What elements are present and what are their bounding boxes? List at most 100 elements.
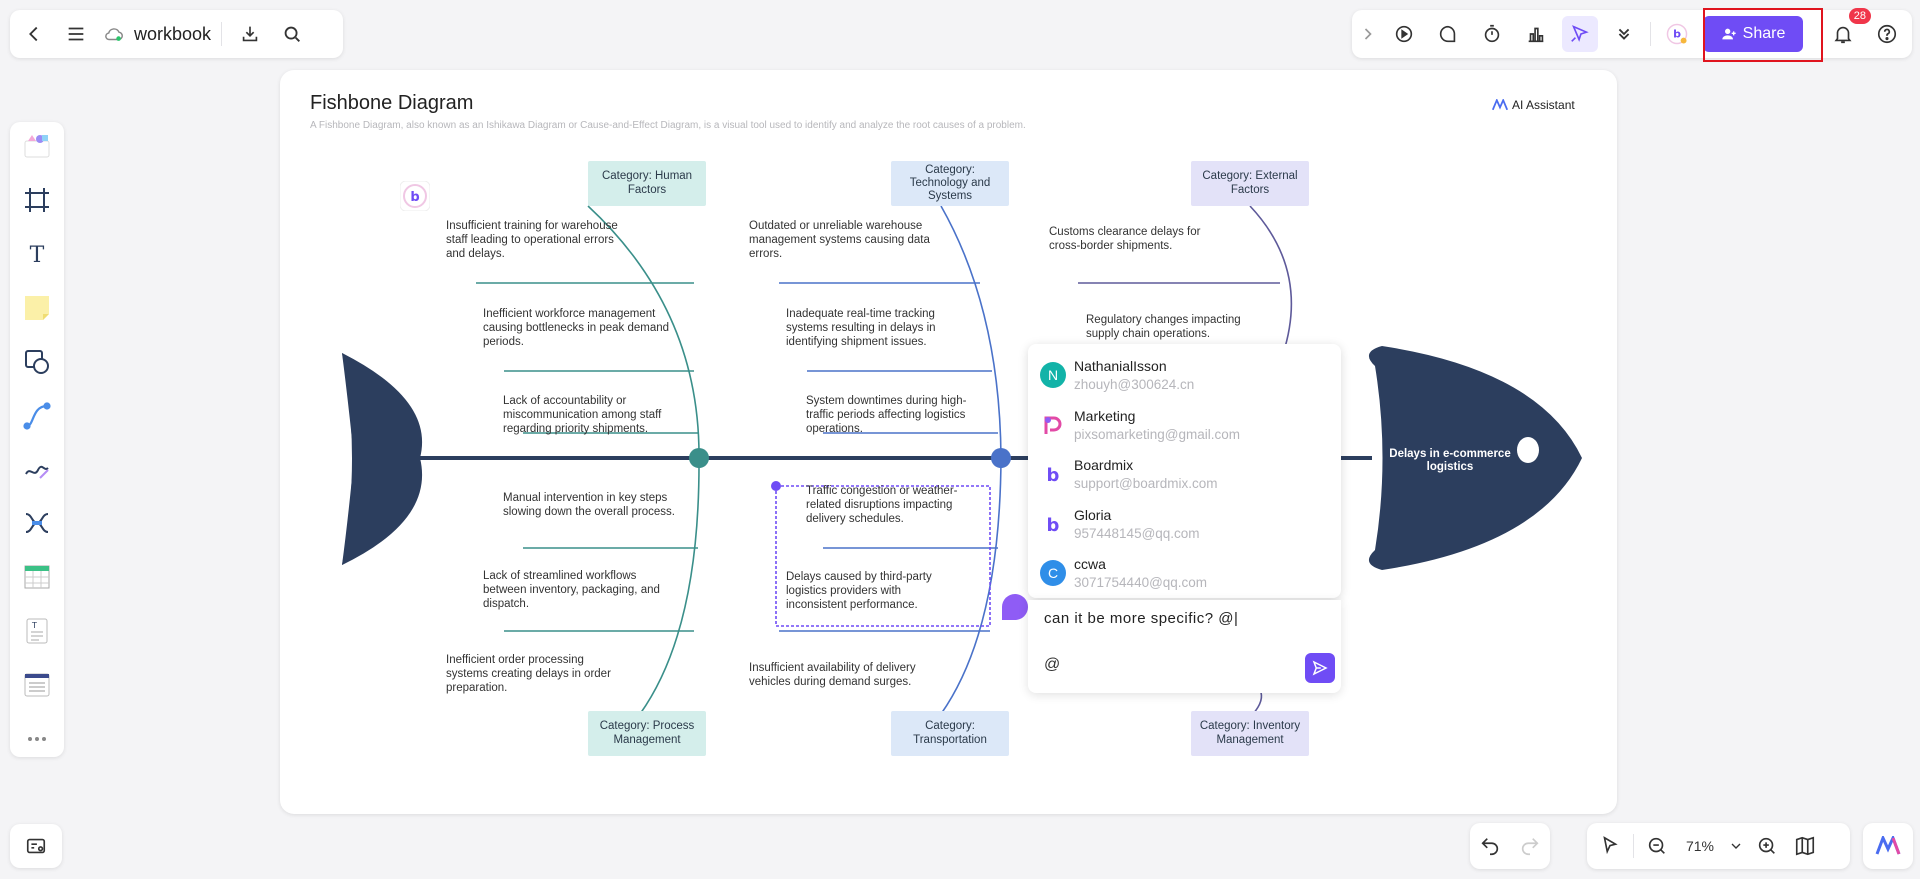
chevron-right-icon[interactable] [1358,16,1378,52]
presentation-play-icon[interactable] [1386,16,1422,52]
mention-avatar: b [1040,461,1066,487]
divider [1633,834,1634,858]
cause-transport-1[interactable]: Traffic congestion or weather-related di… [806,485,958,525]
mention-email: support@boardmix.com [1074,476,1218,491]
download-icon[interactable] [232,16,268,52]
undo-icon[interactable] [1476,828,1504,864]
comment-icon[interactable] [1430,16,1466,52]
mention-avatar: b [1040,510,1066,537]
cause-external-2[interactable]: Regulatory changes impacting supply chai… [1086,314,1241,340]
category-human-factors[interactable]: Category: Human Factors [588,161,706,206]
mention-name: ccwa [1074,556,1106,572]
redo-icon[interactable] [1516,828,1544,864]
cause-human-3[interactable]: Lack of accountability or miscommunicati… [503,395,662,435]
zoom-level[interactable]: 71% [1685,838,1715,854]
cause-transport-2[interactable]: Delays caused by third-party logistics p… [786,571,932,611]
mention-email: 3071754440@qq.com [1074,575,1208,590]
cause-human-1[interactable]: Insufficient training for warehouse staf… [446,220,618,260]
fishbone-head-label[interactable]: Delays in e-commerce logistics [1389,448,1511,474]
mention-name: NathanialIsson [1074,358,1167,374]
mention-email: pixsomarketing@gmail.com [1074,426,1241,442]
templates-icon[interactable] [19,128,55,164]
mention-name: Boardmix [1074,457,1134,473]
history-controls [1470,823,1550,869]
mention-email: zhouyh@300624.cn [1074,377,1195,392]
search-icon[interactable] [274,16,310,52]
mention-at-button[interactable]: @ [1044,656,1061,673]
document-icon[interactable]: T [19,613,55,649]
cause-process-3[interactable]: Inefficient order processing systems cre… [446,654,611,694]
back-icon[interactable] [16,16,52,52]
user-avatar[interactable]: b [1659,16,1695,52]
svg-text:b: b [1047,515,1060,536]
share-button[interactable]: Share [1703,16,1803,52]
category-transportation[interactable]: Category: Transportation [891,711,1009,756]
top-right-toolbar: b Share 28 [1352,8,1912,58]
cause-transport-3[interactable]: Insufficient availability of delivery ve… [749,662,916,688]
share-label: Share [1742,25,1786,42]
shape-icon[interactable] [19,344,55,380]
cause-tech-2[interactable]: Inadequate real-time tracking systems re… [786,308,936,348]
ai-assistant-button[interactable]: AI Assistant [1492,98,1575,112]
comment-input[interactable]: can it be more specific? @| [1044,610,1239,627]
cause-process-1[interactable]: Manual intervention in key steps slowing… [503,492,675,518]
chevron-double-down-icon[interactable] [1606,16,1642,52]
comment-input-box: can it be more specific? @| @ [1028,600,1341,693]
cause-external-1[interactable]: Customs clearance delays for cross-borde… [1049,226,1201,252]
cloud-saved-icon [100,16,128,52]
svg-text:b: b [410,190,419,205]
notification-badge: 28 [1848,8,1871,24]
cause-process-2[interactable]: Lack of streamlined workflows between in… [483,570,660,610]
frame-icon[interactable] [19,182,55,218]
category-inventory[interactable]: Category: Inventory Management [1191,711,1309,756]
category-external[interactable]: Category: External Factors [1191,161,1309,206]
mention-email: 957448145@qq.com [1074,525,1200,541]
timer-icon[interactable] [1474,16,1510,52]
more-tools-icon[interactable] [19,721,55,757]
mention-avatar: C [1040,560,1066,586]
collaborator-avatar[interactable]: b [399,180,431,212]
category-process[interactable]: Category: Process Management [588,711,706,756]
select-cursor-icon[interactable] [1595,828,1625,864]
mention-dropdown: N NathanialIsson zhouyh@300624.cn Marketi… [1028,344,1341,598]
sticky-note-icon[interactable] [19,290,55,326]
boardmix-ai-icon [1875,836,1901,855]
vote-icon[interactable] [1518,16,1554,52]
text-icon[interactable]: T [19,236,55,272]
notification-bell-icon[interactable]: 28 [1825,8,1871,52]
mention-item[interactable]: N NathanialIsson zhouyh@300624.cn [1028,350,1341,400]
cause-human-2[interactable]: Inefficient workforce management causing… [483,308,670,348]
canvas-board[interactable]: Fishbone Diagram A Fishbone Diagram, als… [280,70,1617,814]
mention-name: Gloria [1074,506,1112,523]
mention-item[interactable]: b Boardmix support@boardmix.com [1028,449,1341,499]
svg-text:b: b [1047,465,1060,486]
help-icon[interactable] [1869,16,1905,52]
map-view-button[interactable] [10,824,62,868]
zoom-out-icon[interactable] [1642,828,1672,864]
mindmap-icon[interactable] [19,505,55,541]
book-map-icon[interactable] [1790,828,1820,864]
file-name[interactable]: workbook [134,23,212,44]
ai-logo-button[interactable] [1863,823,1913,869]
connector-icon[interactable] [19,398,55,434]
top-left-toolbar: workbook [10,10,343,58]
pen-icon[interactable] [19,452,55,488]
cause-tech-1[interactable]: Outdated or unreliable warehouse managem… [749,220,930,260]
divider [1650,22,1651,46]
follow-cursor-icon[interactable] [1562,16,1598,52]
mention-avatar: N [1040,362,1066,388]
send-button[interactable] [1305,653,1335,683]
zoom-in-icon[interactable] [1752,828,1782,864]
divider [221,22,223,46]
fishbone-graphic [342,205,1582,715]
menu-icon[interactable] [58,16,94,52]
cause-tech-3[interactable]: System downtimes during high-traffic per… [806,395,967,435]
table-icon[interactable] [19,559,55,595]
chevron-down-icon[interactable] [1728,828,1744,864]
svg-text:b: b [1673,28,1681,41]
category-technology[interactable]: Category: Technology and Systems [891,161,1009,206]
mention-item[interactable]: b Gloria 957448145@qq.com [1028,499,1341,549]
list-icon[interactable] [19,667,55,703]
mention-item[interactable]: C ccwa 3071754440@qq.com [1028,548,1341,598]
